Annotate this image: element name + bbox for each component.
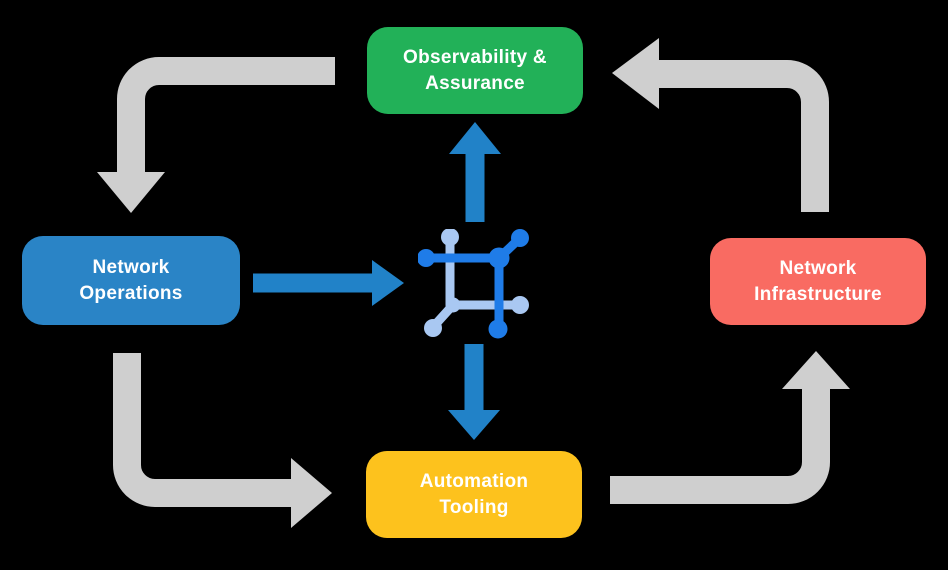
network-hub-icon — [418, 229, 529, 339]
arrow-infrastructure-to-observability-head — [612, 38, 659, 109]
hub-icon-dot — [511, 229, 529, 247]
hub-icon-dot — [424, 319, 442, 337]
node-automation-label-line1: Automation — [419, 470, 529, 492]
hub-icon-dot — [418, 249, 435, 267]
node-automation-label-line2: Tooling — [439, 496, 509, 518]
node-observability-assurance: Observability & Assurance — [367, 27, 583, 114]
node-network-operations: Network Operations — [22, 236, 240, 325]
arrow-observability-to-operations-shaft — [117, 57, 335, 174]
arrow-operations-to-automation-head — [291, 458, 332, 528]
cycle-arrow-heads — [97, 38, 850, 528]
arrow-automation-to-infrastructure-shaft — [610, 387, 830, 504]
arrow-operations-to-hub-head — [372, 260, 404, 306]
arrow-infrastructure-to-observability-shaft — [657, 60, 829, 212]
hub-icon-dot — [445, 297, 461, 313]
hub-icon-dot — [488, 319, 508, 339]
node-network-infrastructure: Network Infrastructure — [710, 238, 926, 325]
hub-icon-dot — [488, 247, 510, 269]
hub-arrow-shafts — [253, 154, 485, 412]
node-operations-label-line2: Operations — [79, 282, 183, 304]
node-operations-label-line1: Network — [92, 256, 170, 278]
node-infrastructure-label-line1: Network — [779, 257, 857, 279]
hub-icon-dark-dots — [418, 229, 529, 339]
arrow-operations-to-automation-shaft — [113, 353, 293, 507]
hub-icon-dot — [511, 296, 529, 314]
node-infrastructure-label-line2: Infrastructure — [754, 283, 882, 305]
node-observability-label-line2: Assurance — [425, 72, 525, 94]
arrow-hub-to-observability-head — [449, 122, 501, 154]
arrow-automation-to-infrastructure-head — [782, 351, 850, 389]
node-observability-label-line1: Observability & — [403, 46, 547, 68]
arrow-observability-to-operations-head — [97, 172, 165, 213]
cycle-arrow-shafts — [113, 57, 830, 507]
arrow-hub-to-automation-head — [448, 410, 500, 440]
node-automation-tooling: Automation Tooling — [366, 451, 582, 538]
hub-icon-dot — [441, 229, 459, 246]
hub-icon-light-dots — [424, 229, 529, 337]
hub-arrow-heads — [372, 122, 501, 440]
